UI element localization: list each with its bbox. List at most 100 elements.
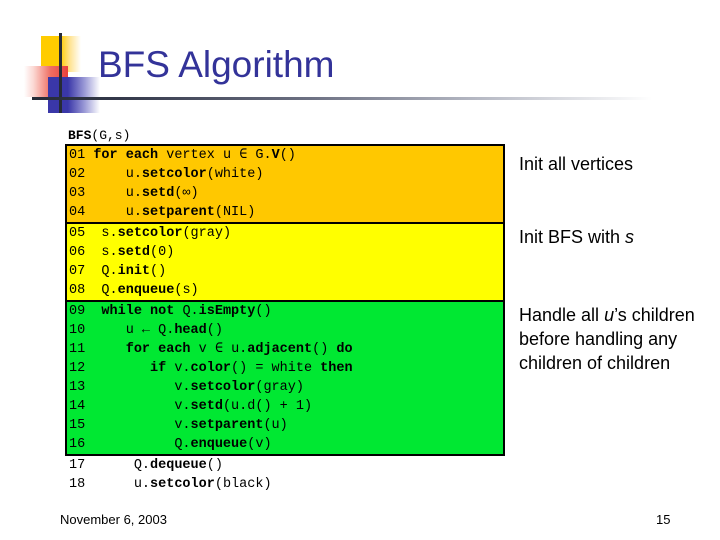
code-token: then [320, 361, 353, 376]
code-token: vertex u ∈ G. [166, 148, 272, 163]
code-token: do [336, 342, 353, 357]
code-token: () [206, 458, 223, 473]
code-token: () [150, 264, 167, 279]
code-signature: BFS(G,s) [65, 128, 505, 144]
code-token: setparent [190, 418, 264, 433]
code-token: () = white [231, 361, 321, 376]
footer-date: November 6, 2003 [60, 512, 167, 527]
code-line-number: 11 [69, 342, 94, 357]
code-block-init-all-vertices: 01 for each vertex u ∈ G.V()02 u.setcolo… [65, 144, 505, 224]
code-line-number: 04 [69, 205, 94, 220]
code-token: (v) [247, 437, 272, 452]
code-line-number: 12 [69, 361, 94, 376]
code-token: (u.d() + 1) [222, 399, 313, 414]
code-block-main-bfs-loop: 09 while not Q.isEmpty() 10 u ← Q.head () 1… [65, 302, 505, 456]
code-token: setd [141, 186, 175, 201]
code-token: s. [93, 226, 118, 241]
code-token: v ∈ u. [198, 342, 248, 357]
code-token: color [190, 361, 232, 376]
code-line-number: 07 [69, 264, 94, 279]
code-token: enqueue [117, 283, 175, 298]
slide-logo-decoration [24, 33, 652, 113]
code-line-09: 09 while not Q.isEmpty() [67, 302, 503, 321]
code-blocks: 01 for each vertex u ∈ G.V()02 u.setcolo… [65, 144, 505, 494]
code-block-finish-vertex: 17 Q.dequeue()18 u.setcolor(black) [65, 456, 505, 494]
code-line-03: 03 u.setd(∞) [67, 184, 503, 203]
code-line-01: 01 for each vertex u ∈ G.V() [67, 146, 503, 165]
code-token: (∞) [174, 186, 199, 201]
code-line-number: 18 [69, 477, 94, 492]
code-token: u. [93, 205, 142, 220]
code-line-number: 13 [69, 380, 94, 395]
annotation-text: ’s children before handling any children… [519, 305, 695, 373]
code-line-15: 15 v.setparent(u) [67, 416, 503, 435]
annotation-text: Init BFS with [519, 227, 626, 247]
code-token: setcolor [117, 226, 183, 241]
code-line-14: 14 v.setd(u.d() + 1) [67, 397, 503, 416]
code-line-number: 16 [69, 437, 94, 452]
code-token: setparent [141, 205, 215, 220]
code-token: u ← Q. [93, 323, 175, 338]
code-line-13: 13 v.setcolor(gray) [67, 378, 503, 397]
logo-horizontal-rule [32, 97, 652, 100]
code-token: v. [93, 380, 191, 395]
annotation-handle-children: Handle all u’s children before handling … [519, 303, 709, 375]
code-token: (white) [206, 167, 264, 182]
code-token: Q. [93, 458, 151, 473]
code-token: setcolor [190, 380, 256, 395]
code-token: init [117, 264, 151, 279]
annotation-init-bfs-with-s: Init BFS with s [519, 225, 705, 249]
code-token: s. [93, 245, 118, 260]
code-line-number: 10 [69, 323, 94, 338]
code-signature-name: BFS [68, 128, 92, 143]
code-token: v. [93, 399, 191, 414]
annotation-init-all-vertices: Init all vertices [519, 152, 705, 176]
code-token: u. [93, 186, 142, 201]
code-line-11: 11 for each v ∈ u.adjacent() do [67, 340, 503, 359]
code-token: Q. [93, 264, 118, 279]
code-line-number: 02 [69, 167, 94, 182]
code-token: adjacent [247, 342, 313, 357]
code-line-06: 06 s.setd(0) [67, 243, 503, 262]
code-token: (u) [263, 418, 288, 433]
code-token: if [93, 361, 175, 376]
code-line-18: 18 u.setcolor(black) [65, 475, 505, 494]
code-line-05: 05 s.setcolor(gray) [67, 224, 503, 243]
code-line-17: 17 Q.dequeue() [65, 456, 505, 475]
code-token: () [255, 304, 272, 319]
code-block-init-bfs-with-s: 05 s.setcolor(gray)06 s.setd(0)07 Q.init… [65, 224, 505, 302]
code-token: v. [174, 361, 191, 376]
logo-vertical-rule [59, 33, 62, 113]
code-token: for each [93, 148, 167, 163]
code-line-number: 09 [69, 304, 94, 319]
page-title: BFS Algorithm [98, 44, 335, 85]
code-line-number: 06 [69, 245, 94, 260]
code-line-number: 08 [69, 283, 94, 298]
annotation-text: Init all vertices [519, 154, 634, 174]
code-token: head [174, 323, 207, 338]
code-token: setd [117, 245, 151, 260]
code-line-04: 04 u.setparent(NIL) [67, 203, 503, 222]
code-token: (0) [150, 245, 175, 260]
code-token: () [279, 148, 296, 163]
code-line-number: 15 [69, 418, 94, 433]
code-token: setd [190, 399, 223, 414]
pseudocode-panel: BFS(G,s) 01 for each vertex u ∈ G.V()02 … [65, 128, 505, 494]
code-line-02: 02 u.setcolor(white) [67, 165, 503, 184]
code-token: (black) [214, 477, 272, 492]
code-line-number: 17 [69, 458, 94, 473]
code-token: Q. [93, 283, 118, 298]
code-token: dequeue [150, 458, 207, 473]
code-line-16: 16 Q.enqueue(v) [67, 435, 503, 454]
code-line-number: 14 [69, 399, 94, 414]
annotation-text: Handle all [519, 305, 605, 325]
code-token: for each [93, 342, 199, 357]
code-token: u. [93, 477, 151, 492]
code-token: (gray) [182, 226, 232, 241]
code-line-08: 08 Q.enqueue(s) [67, 281, 503, 300]
code-line-number: 05 [69, 226, 94, 241]
footer-page-number: 15 [656, 512, 671, 527]
code-line-12: 12 if v.color() = white then [67, 359, 503, 378]
code-token: (s) [174, 283, 199, 298]
code-line-number: 03 [69, 186, 94, 201]
